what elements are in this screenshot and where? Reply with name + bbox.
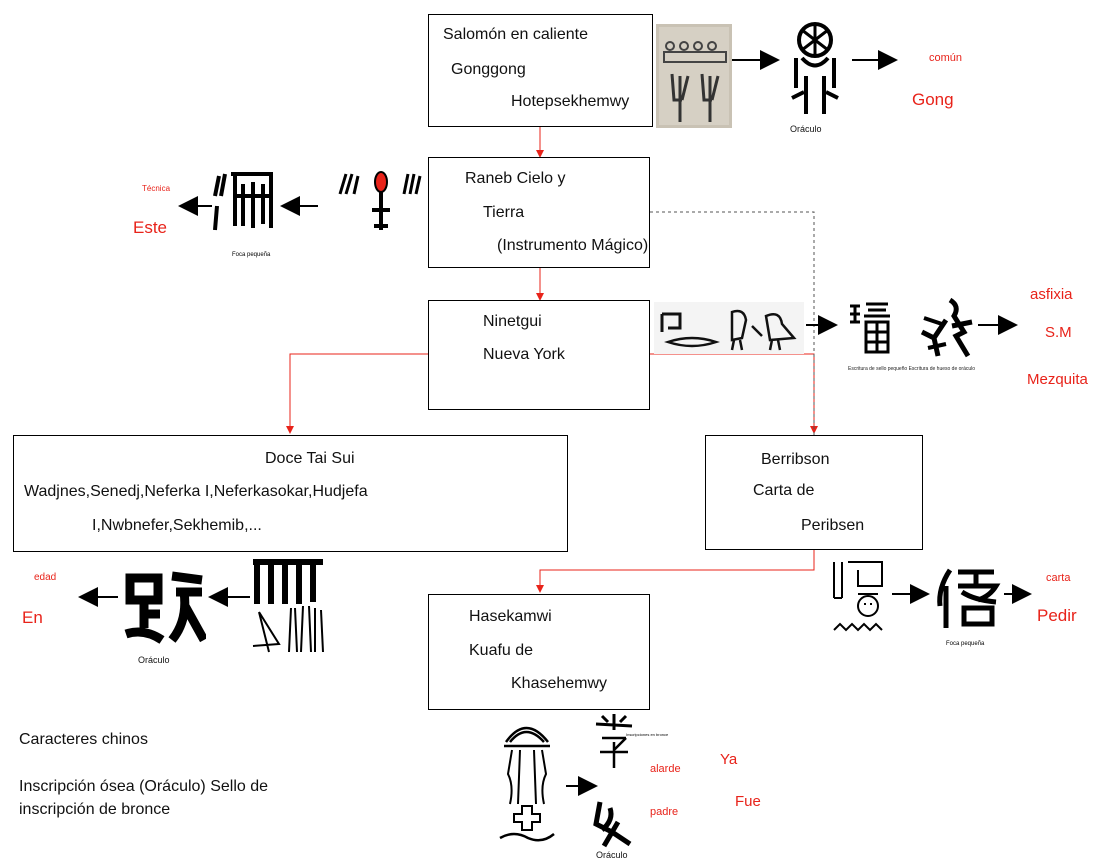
box-hasekamwi: Hasekamwi Kuafu de Khasehemwy — [428, 594, 650, 710]
box-berribson-line2: Carta de — [753, 482, 815, 499]
label-este-big: Este — [133, 218, 168, 237]
label-gong-small: común — [929, 52, 963, 64]
box-doce: Doce Tai Sui Wadjnes,Senedj,Neferka I,Ne… — [13, 435, 568, 552]
oracle-fue-glyph-icon — [593, 801, 632, 848]
bronze-char-glyph-icon — [595, 714, 633, 768]
arrow-ninetgui-doce — [286, 353, 430, 434]
hieroglyph-gong-photo-icon — [656, 24, 732, 128]
dashed-raneb-berribson — [650, 211, 815, 435]
oracle-gong-glyph-icon — [791, 22, 839, 114]
oracle-char-glyph-icon — [920, 297, 973, 358]
box-doce-line3: I,Nwbnefer,Sekhemib,... — [92, 517, 262, 534]
label-oracle-left: Oráculo — [138, 655, 170, 665]
label-alarde: alarde — [650, 763, 681, 775]
seal-este-glyph-icon — [213, 172, 273, 231]
box-ninetgui-line2: Nueva York — [483, 346, 565, 363]
box-raneb-line1: Raneb Cielo y — [465, 170, 566, 187]
label-este-small: Técnica — [142, 184, 171, 193]
hieroglyph-comb-icon — [252, 559, 324, 653]
oracle-en-glyph-icon — [124, 571, 206, 644]
hieroglyph-birds-icon — [654, 302, 804, 354]
box-salomon-line1: Salomón en caliente — [443, 26, 588, 43]
label-bronce-caption: Inscripciones en bronce — [626, 732, 669, 737]
label-mezquita: Mezquita — [1027, 371, 1088, 388]
seal-char-glyph-icon — [850, 302, 890, 354]
box-ninetgui: Ninetgui Nueva York — [428, 300, 650, 410]
label-ya: Ya — [720, 751, 738, 768]
box-doce-line2: Wadjnes,Senedj,Neferka I,Neferkasokar,Hu… — [24, 483, 368, 500]
box-berribson: Berribson Carta de Peribsen — [705, 435, 923, 550]
label-oracle-top: Oráculo — [790, 124, 822, 134]
box-ninetgui-line1: Ninetgui — [483, 313, 542, 330]
legend-line1: Caracteres chinos — [19, 731, 148, 748]
label-padre: padre — [650, 806, 679, 818]
box-hasekamwi-line2: Kuafu de — [469, 642, 534, 659]
label-carta: carta — [1046, 572, 1071, 584]
box-raneb-line2: Tierra — [483, 204, 525, 221]
box-salomon: Salomón en caliente Gonggong Hotepsekhem… — [428, 14, 653, 127]
label-gong-big: Gong — [912, 90, 954, 109]
arrow-ninetgui-berribson — [650, 353, 818, 434]
seal-pedir-glyph-icon — [937, 568, 1001, 628]
label-sello-caption: Escritura de sello pequeño Escritura de … — [848, 366, 976, 372]
hieroglyph-figure-icon — [499, 726, 555, 842]
legend-line3: inscripción de bronce — [19, 801, 171, 818]
label-oracle-bottom: Oráculo — [596, 850, 628, 860]
hieroglyph-pedir-icon — [833, 561, 883, 632]
box-salomon-line3: Hotepsekhemwy — [511, 93, 630, 110]
box-hasekamwi-line1: Hasekamwi — [469, 608, 552, 625]
label-edad: edad — [34, 572, 57, 583]
label-sm: S.M — [1045, 324, 1072, 341]
box-raneb: Raneb Cielo y Tierra (Instrumento Mágico… — [428, 157, 650, 268]
label-foca-right: Foca pequeña — [946, 641, 985, 647]
box-salomon-line2: Gonggong — [451, 61, 526, 78]
box-hasekamwi-line3: Khasehemwy — [511, 675, 608, 692]
box-raneb-line3: (Instrumento Mágico) — [497, 237, 649, 254]
label-pedir: Pedir — [1037, 606, 1077, 625]
label-foca-left: Foca pequeña — [232, 252, 271, 258]
legend-line2: Inscripción ósea (Oráculo) Sello de — [19, 778, 269, 795]
box-doce-line1: Doce Tai Sui — [265, 450, 355, 467]
label-fue: Fue — [735, 793, 761, 810]
box-berribson-line1: Berribson — [761, 451, 830, 468]
hieroglyph-este-icon — [338, 171, 422, 230]
arrow-berribson-hasekamwi — [536, 550, 815, 593]
box-berribson-line3: Peribsen — [801, 517, 865, 534]
label-en: En — [22, 608, 43, 627]
label-asfixia: asfixia — [1030, 286, 1073, 303]
